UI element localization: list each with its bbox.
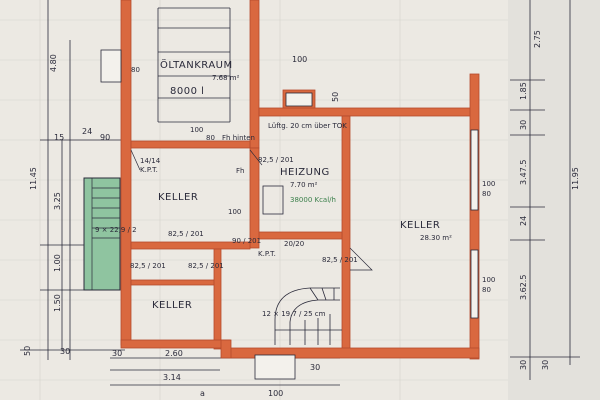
room-area-oltank: 7.68 m² (212, 74, 240, 82)
dim-left-15: 15 (54, 133, 64, 142)
dim-left-30: 30 (60, 347, 70, 356)
dim-bottom-30: 30 (112, 349, 122, 358)
wall-bottom (120, 339, 231, 349)
wall-heizung-bottom (258, 231, 343, 240)
window-label-80-2: 80 (482, 190, 491, 198)
dim-left-1145: 11.45 (29, 167, 38, 190)
annotation-kpt1: K.P.T. (140, 166, 158, 174)
left-dimension-lines (20, 0, 125, 360)
dim-left-325: 3.25 (53, 192, 62, 210)
window-label-80-3: 80 (482, 286, 491, 294)
wall-tank-bottom (130, 140, 251, 149)
room-label-keller-left: KELLER (158, 192, 198, 203)
dim-bottom-260: 2.60 (165, 349, 183, 358)
room-area-heizung: 7.70 m² (290, 181, 318, 189)
room-label-oltank: ÖLTANKRAUM (160, 58, 233, 71)
dim-left-90: 90 (100, 133, 110, 142)
annotation-luftung: Lüftg. 20 cm über TOK (268, 122, 347, 130)
window-label-100-1: 100 (190, 126, 203, 134)
window-label-100-2: 100 (228, 208, 241, 216)
wall-tank-right (249, 0, 260, 149)
boiler (262, 185, 284, 215)
room-label-keller-small: KELLER (152, 300, 192, 311)
dim-bottom-314: 3.14 (163, 373, 181, 382)
annotation-kpt-small: 90 / 201 (232, 237, 261, 245)
wall-heizung-right (341, 115, 351, 357)
wall-small-keller-top (130, 279, 220, 286)
dim-right-1195: 11.95 (571, 167, 580, 190)
dim-left-50: 50 (23, 346, 32, 356)
annotation-door-6: 82,5 / 201 (322, 256, 358, 264)
dim-right-185: 1.85 (519, 82, 528, 100)
door-swings (130, 149, 373, 271)
dim-bottom-a: a (200, 389, 205, 398)
wall-keller-left-bottom (130, 241, 251, 250)
room-volume-oltank: 8000 l (170, 86, 204, 97)
dim-left-24: 24 (82, 127, 92, 136)
window-label-80-1: 80 (206, 134, 215, 142)
dim-right-30c: 30 (541, 360, 550, 370)
dim-right-3475: 3.47.5 (519, 160, 528, 185)
annotation-door-1: 14/14 (140, 157, 161, 165)
dim-bottom-100: 100 (268, 389, 283, 398)
wall-left-outer (120, 0, 132, 346)
heizung-note: 38000 Kcal/h (290, 196, 336, 204)
spiral-stair (274, 287, 342, 345)
window-label-100-4: 100 (482, 276, 495, 284)
right-dimension-lines (510, 0, 580, 380)
dim-right-30a: 30 (519, 120, 528, 130)
dim-left-100: 1.00 (53, 254, 62, 272)
annotation-door-2: 82,5 / 201 (258, 156, 294, 164)
dim-top-100: 100 (292, 55, 307, 64)
dim-right-30b: 30 (519, 360, 528, 370)
annotation-heizung-opening: 20/20 (284, 240, 304, 248)
annotation-door-4: 82,5 / 201 (130, 262, 166, 270)
dim-left-480: 4.80 (49, 54, 58, 72)
annotation-door-5: 82,5 / 201 (188, 262, 224, 270)
stair-note: 12 × 19.7 / 25 cm (262, 310, 326, 318)
annotation-door-3: 82,5 / 201 (168, 230, 204, 238)
dim-top-50: 50 (331, 92, 340, 102)
room-area-keller-right: 28.30 m² (420, 234, 452, 242)
exterior-stair-green (83, 177, 121, 291)
window-label-100-3: 100 (482, 180, 495, 188)
dim-right-275: 2.75 (533, 30, 542, 48)
annotation-kpt2: K.P.T. (258, 250, 276, 258)
wall-right-outer (469, 73, 480, 360)
right-margin (508, 0, 600, 400)
exterior-stair-treads (91, 178, 120, 290)
wall-top-right (258, 107, 475, 117)
dim-left-150: 1.50 (53, 294, 62, 312)
tank-room-shelves (157, 7, 231, 123)
annotation-stair-lower: 9 × 22,9 / 2 (95, 226, 137, 234)
annotation-fh: Fh hinten (222, 134, 255, 142)
dim-right-24: 24 (519, 216, 528, 226)
dim-right-3625: 3.62.5 (519, 275, 528, 300)
window-frames (100, 49, 479, 380)
wall-heizung-left (249, 147, 260, 249)
room-label-keller-right: KELLER (400, 220, 440, 231)
wall-bottom-step (220, 339, 232, 359)
annotation-fh2: Fh (236, 167, 244, 175)
room-label-heizung: HEIZUNG (280, 167, 330, 178)
window-label-80-4: 80 (131, 66, 140, 74)
wall-small-keller-right (213, 248, 222, 350)
dim-bottom-30b: 30 (310, 363, 320, 372)
